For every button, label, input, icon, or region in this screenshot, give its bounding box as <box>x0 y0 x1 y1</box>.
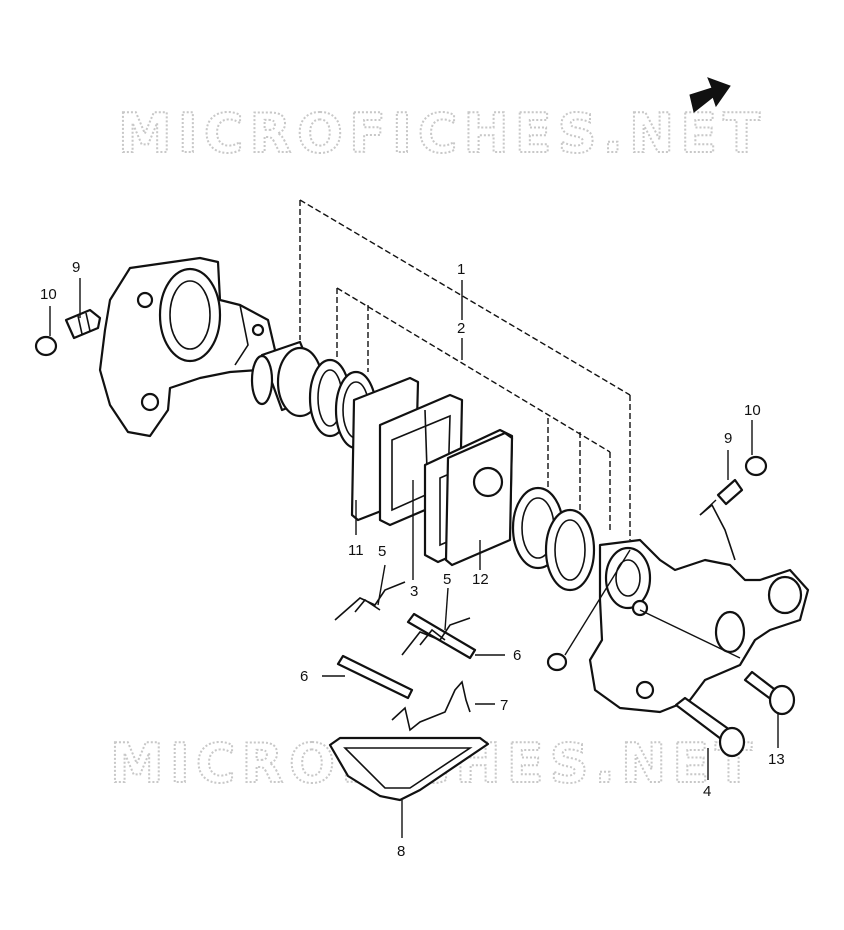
caliper-bolt-short <box>743 670 796 716</box>
label-part-6-right: 6 <box>513 647 521 664</box>
label-part-4: 4 <box>703 783 711 800</box>
bleeder-cap-right <box>744 455 768 477</box>
label-part-9-right: 9 <box>724 430 732 447</box>
label-part-3: 3 <box>410 583 418 600</box>
pad-cover <box>328 736 490 802</box>
part-labels: 1 2 9 10 10 9 11 5 3 5 12 6 6 7 8 4 13 <box>40 259 785 860</box>
label-part-9-left: 9 <box>72 259 80 276</box>
label-part-12: 12 <box>472 571 489 588</box>
caliper-half-right <box>588 503 810 714</box>
assembly-bracket-1 <box>299 199 631 540</box>
caliper-bolt-long <box>639 609 746 758</box>
label-part-5-right: 5 <box>443 571 451 588</box>
label-part-6-left: 6 <box>300 668 308 685</box>
label-part-11: 11 <box>348 542 364 559</box>
pad-pin-upper <box>406 612 477 660</box>
assembly-bracket-2 <box>336 287 611 530</box>
label-part-10-left: 10 <box>40 286 57 303</box>
label-part-2: 2 <box>457 320 465 337</box>
o-ring <box>546 549 631 672</box>
arrow-right-icon <box>689 77 731 113</box>
caliper-half-left <box>98 256 277 438</box>
bleeder-cap-left <box>34 335 58 357</box>
label-part-5-left: 5 <box>378 543 386 560</box>
pad-clip-right <box>401 617 471 656</box>
label-part-7: 7 <box>500 697 508 714</box>
label-part-1: 1 <box>457 261 465 278</box>
label-part-13: 13 <box>768 751 785 768</box>
watermark-top: MICROFICHES.NET <box>118 102 766 165</box>
label-part-8: 8 <box>397 843 405 860</box>
pad-pin-lower <box>336 654 414 700</box>
pad-shim-inner <box>444 431 514 567</box>
pad-spring <box>391 680 471 732</box>
label-part-10-right: 10 <box>744 402 761 419</box>
pad-clip-left <box>334 581 406 621</box>
bleeder-screw-left <box>64 308 102 340</box>
piston-seal-right <box>544 508 596 592</box>
bleeder-screw-right <box>699 478 744 516</box>
leader-lines <box>49 278 779 838</box>
